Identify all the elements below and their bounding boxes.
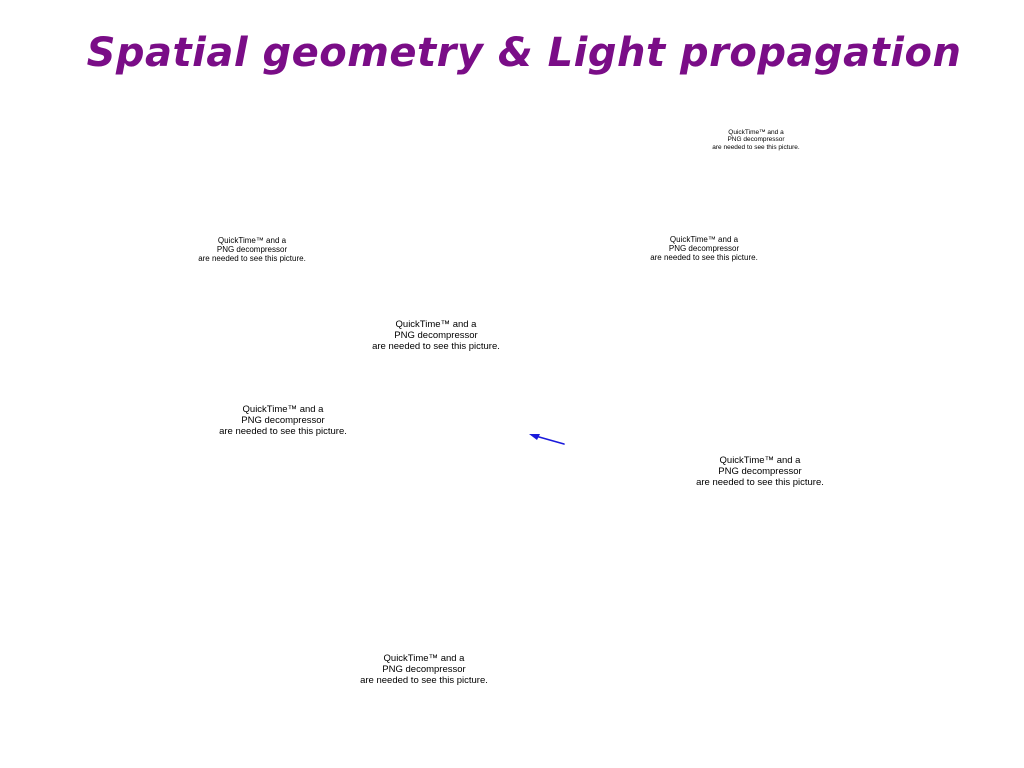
placeholder-line-3: are needed to see this picture. <box>219 425 347 437</box>
image-placeholder-left-upper: QuickTime™ and a PNG decompressor are ne… <box>187 236 317 264</box>
placeholder-line-3: are needed to see this picture. <box>696 476 824 488</box>
arrow-icon <box>529 434 565 445</box>
placeholder-line-2: PNG decompressor <box>727 136 785 144</box>
placeholder-line-2: PNG decompressor <box>216 245 288 255</box>
image-placeholder-left-middle: QuickTime™ and a PNG decompressor are ne… <box>206 404 360 438</box>
placeholder-line-1: QuickTime™ and a <box>395 319 477 330</box>
placeholder-line-2: PNG decompressor <box>668 244 740 254</box>
placeholder-line-2: PNG decompressor <box>394 329 478 341</box>
placeholder-line-3: are needed to see this picture. <box>360 674 488 686</box>
slide-title: Spatial geometry & Light propagation <box>86 30 962 76</box>
placeholder-line-2: PNG decompressor <box>718 465 802 477</box>
placeholder-line-1: QuickTime™ and a <box>383 653 465 664</box>
image-placeholder-right-middle: QuickTime™ and a PNG decompressor are ne… <box>682 455 838 489</box>
placeholder-line-1: QuickTime™ and a <box>719 455 801 466</box>
placeholder-line-1: QuickTime™ and a <box>217 236 287 245</box>
image-placeholder-top-right: QuickTime™ and a PNG decompressor are ne… <box>696 129 816 151</box>
placeholder-line-3: are needed to see this picture. <box>372 340 500 352</box>
placeholder-line-1: QuickTime™ and a <box>728 129 784 136</box>
image-placeholder-right-upper: QuickTime™ and a PNG decompressor are ne… <box>628 235 780 263</box>
placeholder-line-3: are needed to see this picture. <box>712 143 800 151</box>
arrow-head <box>529 434 540 440</box>
placeholder-line-1: QuickTime™ and a <box>669 235 739 244</box>
placeholder-line-1: QuickTime™ and a <box>242 404 324 415</box>
placeholder-line-2: PNG decompressor <box>382 663 466 675</box>
placeholder-line-3: are needed to see this picture. <box>198 254 306 264</box>
placeholder-line-2: PNG decompressor <box>241 414 325 426</box>
image-placeholder-center: QuickTime™ and a PNG decompressor are ne… <box>356 319 516 353</box>
image-placeholder-bottom: QuickTime™ and a PNG decompressor are ne… <box>347 653 501 687</box>
placeholder-line-3: are needed to see this picture. <box>650 253 758 263</box>
